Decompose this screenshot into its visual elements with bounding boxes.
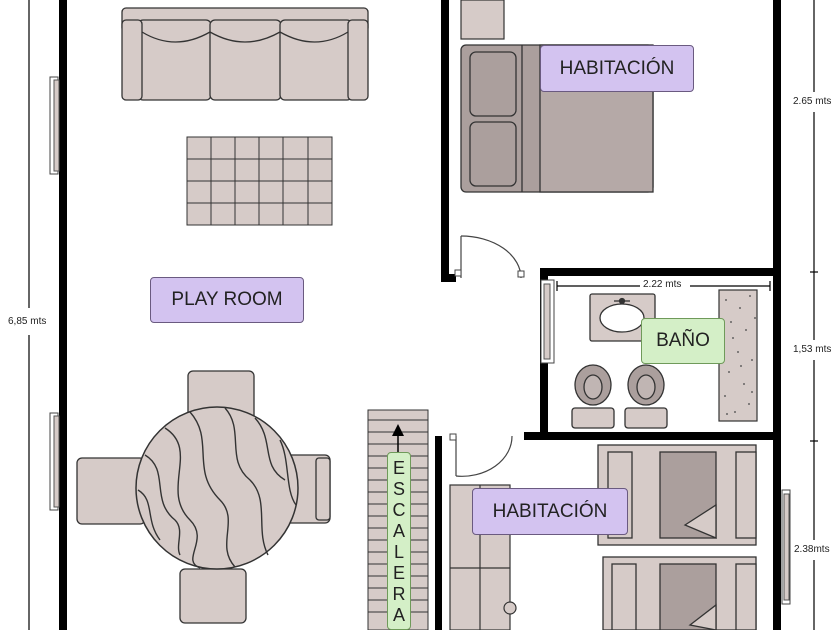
rug: [186, 136, 333, 226]
bed-bottom-2: [602, 556, 757, 630]
door-hinge-top: [454, 269, 462, 277]
label-play-room: PLAY ROOM: [150, 277, 304, 323]
wall-bedroom-top-bottom: [441, 274, 456, 282]
stair-label-letter: A: [392, 604, 405, 625]
label-bedroom-bottom: HABITACIÓN: [472, 488, 628, 535]
bath-toilet-1: [571, 364, 615, 429]
bath-toilet-2: [624, 364, 668, 429]
label-bedroom-top: HABITACIÓN: [540, 45, 694, 92]
wall-bath-bottom: [524, 432, 780, 440]
wall-right: [773, 0, 781, 630]
dimension-right-bottom: 2.38mts: [794, 544, 830, 555]
window-bath: [540, 279, 555, 364]
dimension-right-middle: 1,53 mts: [793, 344, 832, 355]
window-left-top: [49, 76, 60, 175]
stair-label-letter: C: [392, 499, 406, 520]
stair-label-letter: E: [392, 457, 405, 478]
stair-arrow-icon: [392, 424, 404, 455]
stair-label-letter: R: [392, 583, 406, 604]
window-left-bottom: [49, 412, 60, 511]
dimension-left-height: 6,85 mts: [8, 316, 47, 327]
window-right-bottom: [781, 489, 791, 605]
door-bedroom-top: [460, 235, 522, 279]
wall-bedroom-bottom-left: [435, 436, 442, 630]
door-hinge-bottom: [449, 433, 457, 441]
door-hinge-top-2: [517, 270, 525, 278]
wall-bath-top: [540, 268, 780, 276]
wall-bedroom-top-left: [441, 0, 449, 282]
stair-label-letter: E: [392, 562, 405, 583]
stair-label-letter: L: [393, 541, 404, 562]
wall-left: [59, 0, 67, 630]
sofa: [121, 7, 369, 101]
stair-label-letter: S: [392, 478, 405, 499]
stair-label-letter: A: [392, 520, 405, 541]
bath-shower: [718, 289, 758, 422]
dimension-lines: [28, 0, 818, 630]
bath-sink: [589, 293, 656, 342]
nightstand-top: [460, 0, 505, 40]
dimension-bath-width: 2.22 mts: [643, 279, 682, 290]
door-bedroom-bottom: [455, 435, 513, 477]
dimension-right-top: 2.65 mts: [793, 96, 832, 107]
dining-table: [135, 406, 299, 570]
label-bathroom: BAÑO: [641, 318, 725, 364]
